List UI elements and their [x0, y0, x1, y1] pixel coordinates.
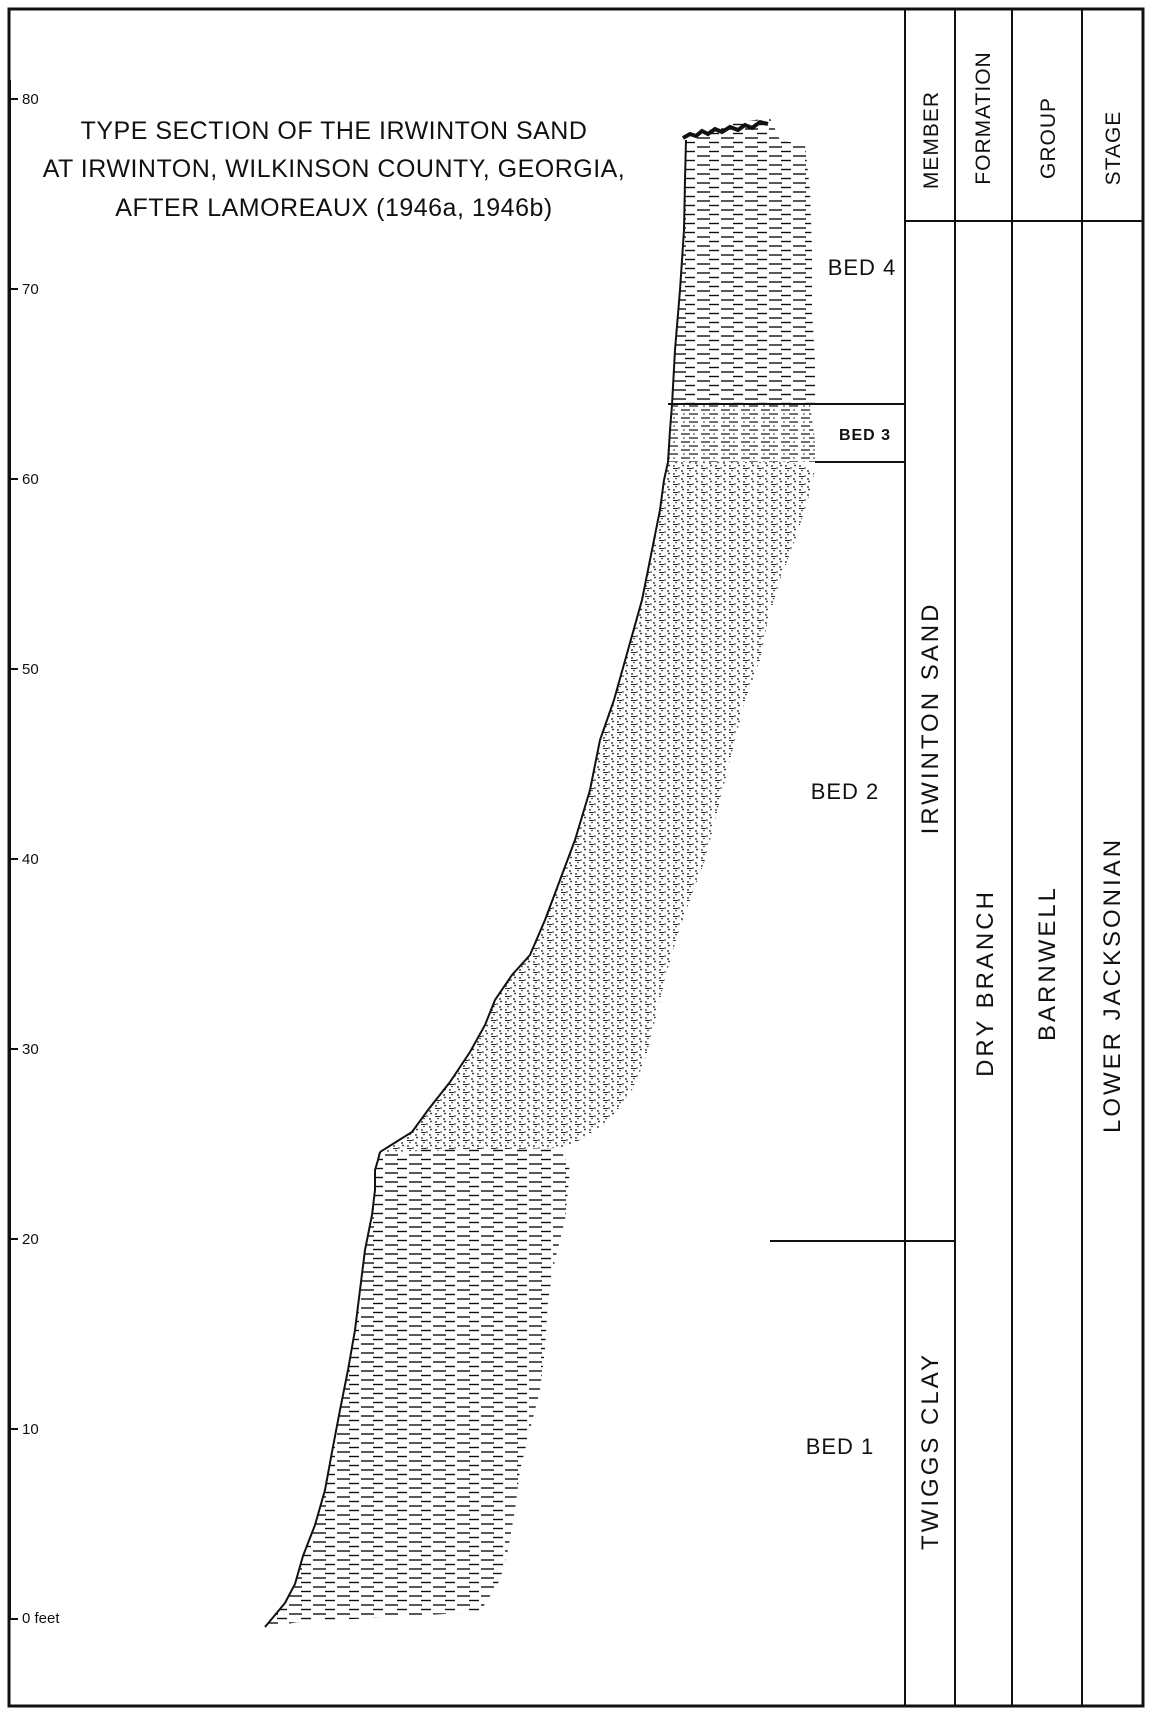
bed1-left-edge — [264, 1151, 381, 1628]
stage-header: STAGE — [1102, 111, 1125, 186]
bed4-weathered-top — [682, 119, 769, 140]
title-line-1: TYPE SECTION OF THE IRWINTON SAND — [81, 117, 588, 145]
member-header: MEMBER — [920, 91, 943, 189]
scale-tick-label-70: 70 — [22, 281, 39, 298]
scale-tick-label-10: 10 — [22, 1421, 39, 1438]
bed4-left-edge — [671, 139, 687, 406]
scale-zero-label: 0 feet — [22, 1610, 60, 1627]
scale-tick-label-40: 40 — [22, 851, 39, 868]
bed3-label: BED 3 — [839, 427, 891, 444]
bed4-clay-body — [672, 118, 815, 405]
depth-scale: 10 20 30 40 50 60 70 80 0 feet — [9, 80, 60, 1627]
figure-title: TYPE SECTION OF THE IRWINTON SAND AT IRW… — [43, 117, 626, 222]
scale-ticks: 10 20 30 40 50 60 70 80 — [10, 91, 39, 1620]
scale-tick-label-20: 20 — [22, 1231, 39, 1248]
bed4-label: BED 4 — [828, 255, 897, 280]
group-barnwell: BARNWELL — [1034, 885, 1061, 1041]
bed3-body — [668, 405, 815, 462]
scale-tick-label-80: 80 — [22, 91, 39, 108]
formation-header: FORMATION — [972, 51, 995, 184]
bed2-label: BED 2 — [811, 779, 880, 804]
scale-tick-label-50: 50 — [22, 661, 39, 678]
stratigraphy-table: MEMBER FORMATION GROUP STAGE IRWINTON SA… — [904, 9, 1143, 1706]
title-line-3: AFTER LAMOREAUX (1946a, 1946b) — [115, 194, 552, 222]
bed-boundaries — [668, 403, 955, 1242]
member-irwinton-sand: IRWINTON SAND — [917, 602, 944, 835]
group-header: GROUP — [1037, 97, 1060, 179]
bed3-left-edge — [667, 404, 673, 463]
scale-tick-label-30: 30 — [22, 1041, 39, 1058]
scale-tick-label-60: 60 — [22, 471, 39, 488]
bed-labels: BED 4 BED 3 BED 2 BED 1 — [806, 255, 897, 1459]
member-twiggs-clay: TWIGGS CLAY — [917, 1352, 944, 1550]
stage-lower-jacksonian: LOWER JACKSONIAN — [1099, 837, 1126, 1133]
bed1-label: BED 1 — [806, 1434, 875, 1459]
title-line-2: AT IRWINTON, WILKINSON COUNTY, GEORGIA, — [43, 155, 626, 183]
bed2-left-edge — [379, 461, 669, 1153]
bed1-clay-body — [265, 1148, 570, 1627]
lithologic-column — [264, 118, 815, 1628]
formation-dry-branch: DRY BRANCH — [972, 889, 999, 1077]
bed2-sand-body — [380, 462, 815, 1152]
